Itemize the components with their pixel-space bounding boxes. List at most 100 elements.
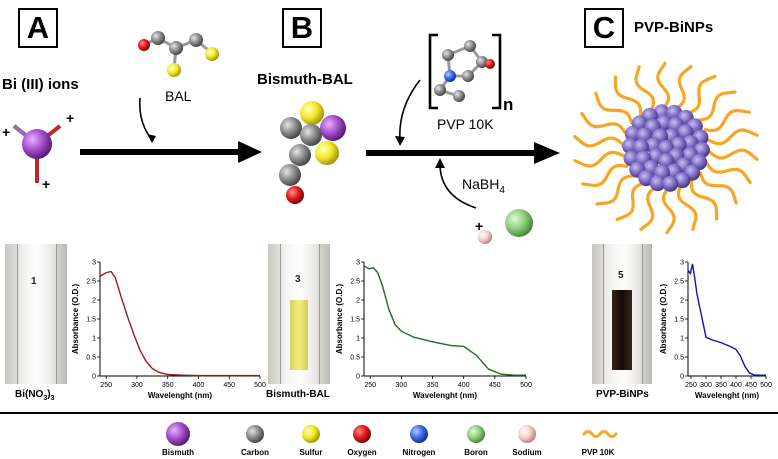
charge-plus-3: + bbox=[42, 176, 51, 192]
y-tick-label: 1 bbox=[680, 336, 684, 343]
x-tick-label: 350 bbox=[715, 382, 727, 389]
sodium-ion bbox=[478, 230, 492, 244]
y-tick-label: 3 bbox=[92, 260, 96, 267]
y-tick-label: 0 bbox=[356, 374, 360, 381]
y-tick-label: 1.5 bbox=[674, 317, 684, 324]
reaction-arrow-1 bbox=[80, 141, 262, 163]
pvp-chain bbox=[689, 179, 719, 221]
panel-label-b: B bbox=[282, 8, 322, 48]
legend-swatch-bismuth bbox=[166, 422, 190, 446]
x-tick-label: 450 bbox=[223, 382, 235, 389]
x-tick-label: 300 bbox=[131, 382, 143, 389]
pvp-chain bbox=[613, 75, 643, 117]
charge-plus-1: + bbox=[2, 124, 11, 140]
x-tick-label: 250 bbox=[100, 382, 112, 389]
y-tick-label: 3 bbox=[680, 260, 684, 267]
y-tick-label: 1.5 bbox=[86, 317, 96, 324]
legend-swatch-carbon bbox=[246, 425, 264, 443]
legend-label: Carbon bbox=[241, 448, 269, 457]
y-tick-label: 2.5 bbox=[674, 279, 684, 286]
bismuth-nanoparticle-core bbox=[622, 104, 710, 192]
x-tick-label: 450 bbox=[745, 382, 757, 389]
bi-ion-molecule bbox=[12, 124, 62, 183]
y-tick-label: 0.5 bbox=[674, 355, 684, 362]
x-tick-label: 500 bbox=[254, 382, 266, 389]
pvp-chain bbox=[705, 161, 752, 185]
panel-title-c: PVP-BiNPs bbox=[634, 19, 714, 36]
legend-label: Nitrogen bbox=[403, 448, 436, 457]
photo-caption-b: Bismuth-BAL bbox=[266, 389, 330, 400]
pvp-chain bbox=[661, 186, 676, 235]
y-tick-label: 1 bbox=[356, 336, 360, 343]
x-tick-label: 500 bbox=[760, 382, 772, 389]
pvp-chain bbox=[708, 148, 759, 161]
absorbance-series-line bbox=[363, 265, 526, 376]
pvp-chain bbox=[594, 91, 634, 125]
y-tick-label: 3 bbox=[356, 260, 360, 267]
x-tick-label: 350 bbox=[427, 382, 439, 389]
nanoparticle-sphere bbox=[649, 175, 666, 192]
nabh4-label: NaBH4 bbox=[462, 176, 505, 196]
pvp-chain bbox=[573, 150, 625, 168]
panel-label-c: C bbox=[584, 8, 624, 48]
pvp-monomer bbox=[428, 33, 502, 110]
legend-swatch-sodium bbox=[518, 425, 536, 443]
legend-label: Sodium bbox=[512, 448, 541, 457]
x-tick-label: 400 bbox=[193, 382, 205, 389]
y-tick-label: 0 bbox=[680, 374, 684, 381]
bal-molecule bbox=[138, 31, 219, 77]
legend-swatch-oxygen bbox=[353, 425, 371, 443]
vial-photo-c: 5 bbox=[592, 244, 652, 384]
legend-swatch-pvp bbox=[582, 430, 618, 438]
y-tick-label: 2 bbox=[92, 298, 96, 305]
y-tick-label: 2 bbox=[680, 298, 684, 305]
nanoparticle-sphere bbox=[662, 175, 679, 192]
pvp-chain bbox=[686, 74, 717, 115]
nanoparticle-sphere bbox=[674, 172, 691, 189]
y-tick-label: 2.5 bbox=[350, 279, 360, 286]
bal-label: BAL bbox=[165, 88, 192, 104]
pvp-chain bbox=[580, 111, 627, 135]
x-tick-label: 250 bbox=[685, 382, 697, 389]
pvp-chain bbox=[698, 171, 738, 205]
panel-title-a: Bi (III) ions bbox=[2, 76, 79, 93]
x-axis-label: Wavelenght (nm) bbox=[413, 391, 477, 400]
photo-caption-a: Bi(NO3)3 bbox=[15, 389, 55, 402]
absorbance-series-line bbox=[99, 270, 260, 377]
x-axis-label: Wavelenght (nm) bbox=[695, 391, 759, 400]
legend-swatch-sulfur bbox=[302, 425, 320, 443]
pvp-chain bbox=[581, 163, 629, 188]
reaction-arrow-2 bbox=[366, 142, 560, 164]
bismuth-bal-complex bbox=[279, 101, 346, 204]
x-tick-label: 400 bbox=[730, 382, 742, 389]
polymer-repeat-label: n bbox=[503, 95, 514, 114]
vial-photo-a: 1 bbox=[5, 244, 67, 384]
x-tick-label: 400 bbox=[458, 382, 470, 389]
legend-label: Boron bbox=[464, 448, 488, 457]
bismuth-atom bbox=[22, 129, 52, 159]
pvp-chain bbox=[675, 64, 693, 111]
vial-photo-b: 3 bbox=[268, 244, 330, 384]
y-tick-label: 2 bbox=[356, 298, 360, 305]
pvp-chain bbox=[703, 108, 751, 133]
charge-plus-na: + bbox=[475, 218, 484, 234]
borohydride-ion bbox=[505, 209, 533, 237]
x-tick-label: 350 bbox=[162, 382, 174, 389]
pvp-chain bbox=[634, 65, 656, 112]
x-tick-label: 300 bbox=[700, 382, 712, 389]
bal-curved-arrow bbox=[138, 97, 153, 141]
y-tick-label: 1.5 bbox=[350, 317, 360, 324]
y-tick-label: 1 bbox=[92, 336, 96, 343]
y-axis-label: Absorbance (O.D.) bbox=[71, 284, 80, 355]
x-tick-label: 500 bbox=[520, 382, 532, 389]
pvp-chain bbox=[676, 184, 698, 231]
y-tick-label: 0.5 bbox=[350, 355, 360, 362]
photo-caption-c: PVP-BiNPs bbox=[596, 389, 649, 400]
pvp-chain bbox=[656, 61, 671, 110]
x-tick-label: 450 bbox=[489, 382, 501, 389]
y-axis-label: Absorbance (O.D.) bbox=[659, 284, 668, 355]
y-tick-label: 2.5 bbox=[86, 279, 96, 286]
legend-label: Oxygen bbox=[347, 448, 376, 457]
